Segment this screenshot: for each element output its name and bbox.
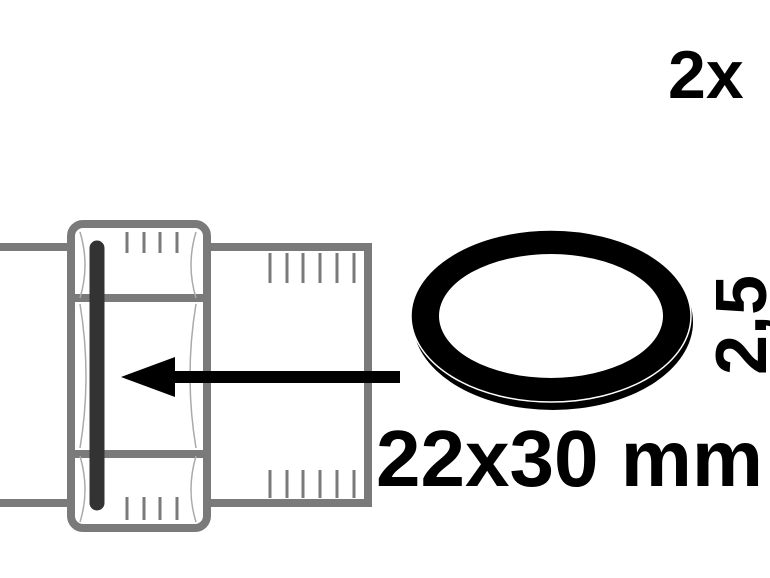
thickness-label: 2,5	[702, 275, 770, 375]
quantity-label: 2x	[668, 37, 744, 113]
arrow-icon	[121, 357, 400, 397]
washer-icon	[410, 229, 693, 410]
size-label: 22x30 mm	[376, 414, 763, 503]
left-pipe	[0, 243, 70, 507]
